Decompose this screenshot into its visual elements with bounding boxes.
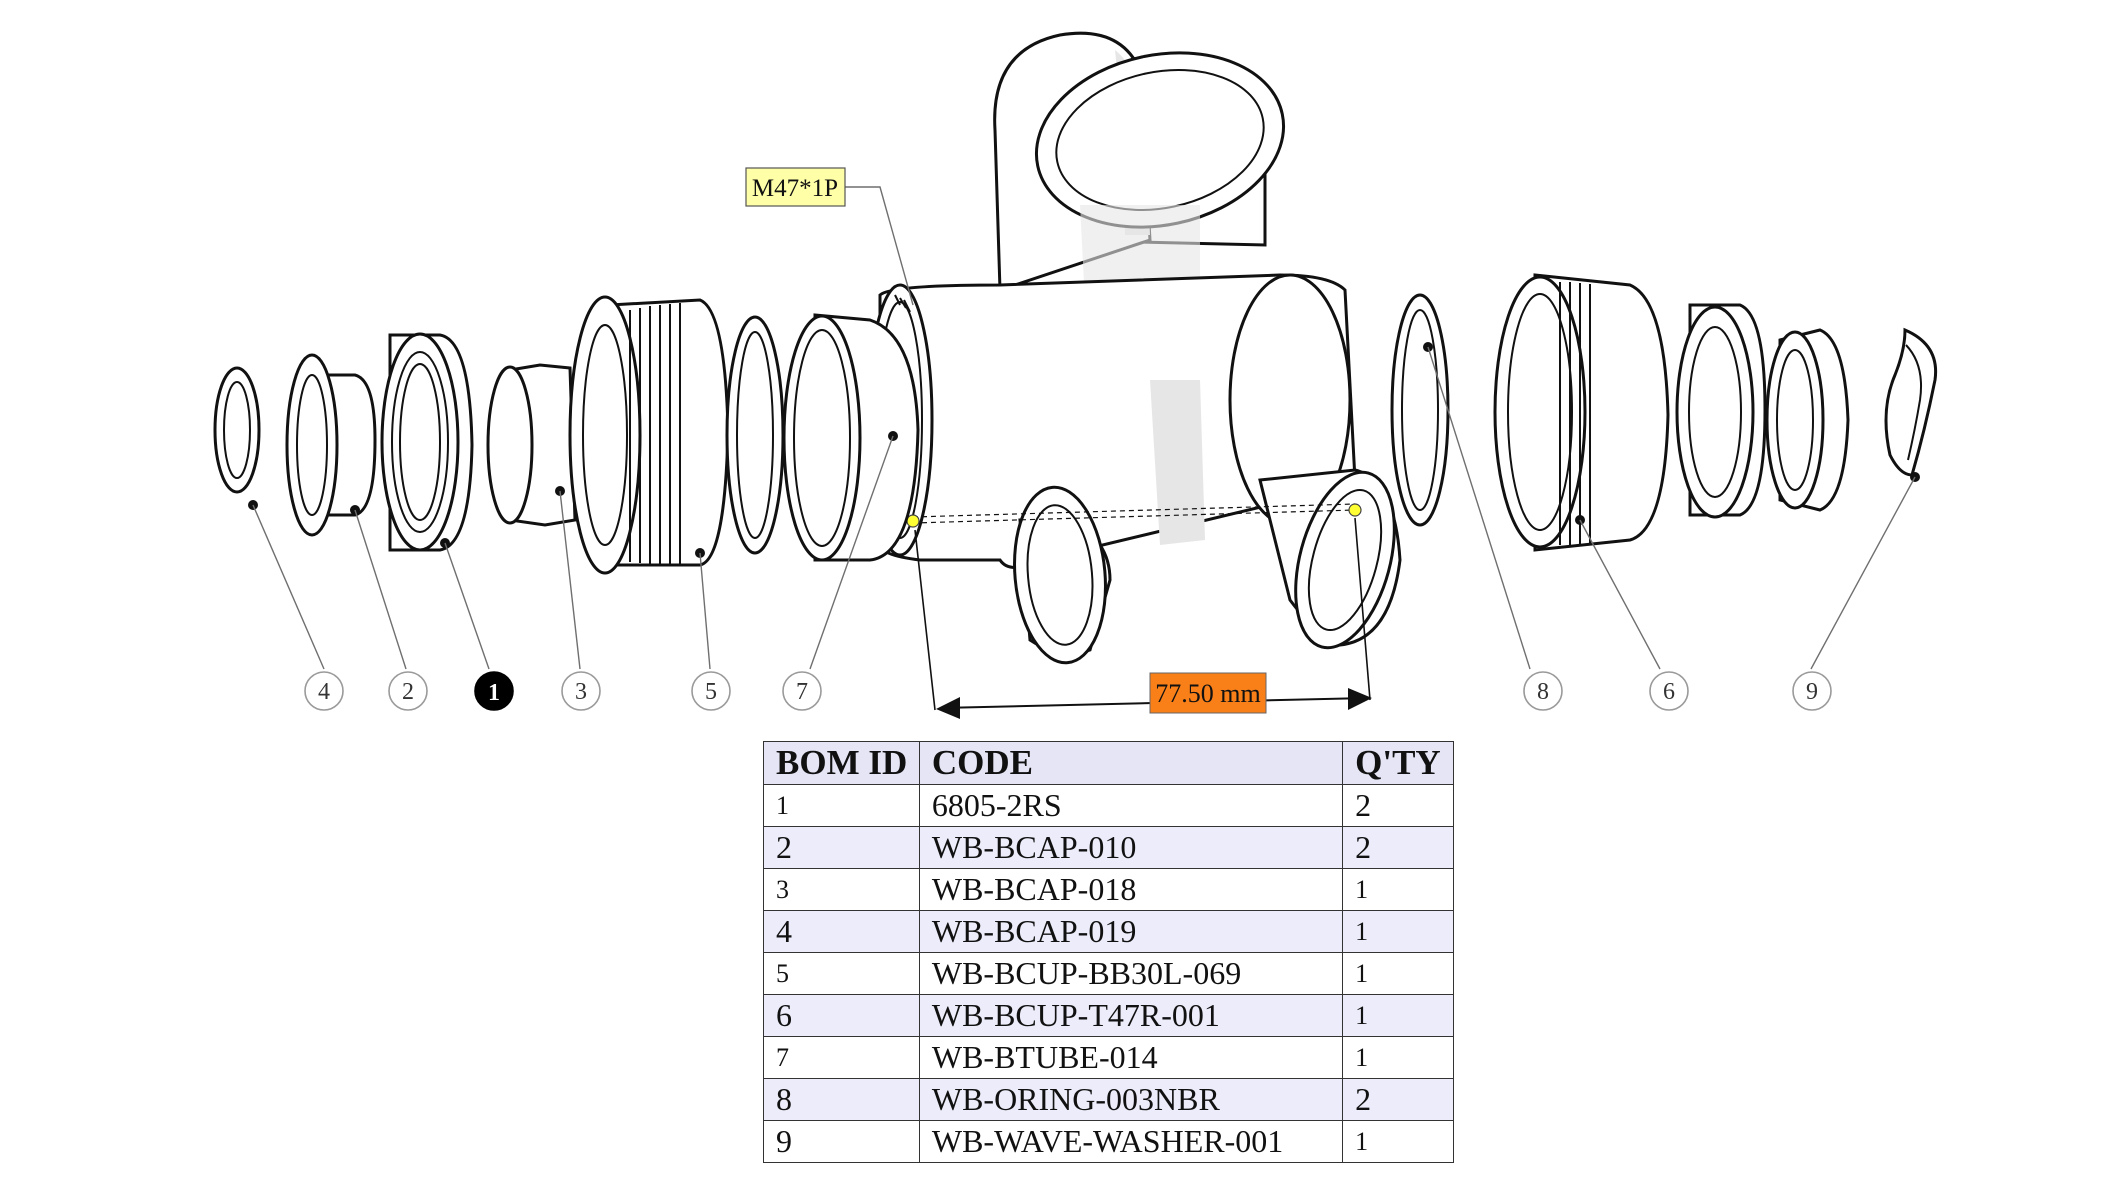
svg-text:5: 5: [705, 679, 717, 705]
svg-text:1: 1: [488, 680, 500, 706]
bom-code-cell: 6805-2RS: [918, 784, 1344, 827]
callout-6[interactable]: 6: [1649, 671, 1689, 711]
bom-id-cell: 6: [763, 994, 920, 1037]
table-row[interactable]: 2 WB-BCAP-010 2: [763, 826, 1454, 869]
bom-qty-cell: 1: [1342, 952, 1454, 995]
part-8-o-ring-right: [1390, 293, 1450, 527]
table-row[interactable]: 1 6805-2RS 2: [763, 784, 1454, 827]
svg-text:2: 2: [402, 679, 414, 705]
svg-text:6: 6: [1663, 679, 1675, 705]
part-8-o-ring-left: [725, 315, 785, 555]
svg-text:7: 7: [796, 679, 808, 705]
bom-qty-cell: 2: [1342, 1078, 1454, 1121]
bom-id-cell: 3: [763, 868, 920, 911]
bom-id-cell: 8: [763, 1078, 920, 1121]
bom-qty-cell: 2: [1342, 826, 1454, 869]
part-3-cap: [486, 363, 577, 527]
table-row[interactable]: 4 WB-BCAP-019 1: [763, 910, 1454, 953]
bom-header-row: BOM ID CODE Q'TY: [763, 741, 1454, 785]
bom-header-id: BOM ID: [763, 741, 920, 785]
callout-1-selected[interactable]: 1: [474, 671, 514, 711]
bom-code-cell: WB-BCUP-BB30L-069: [918, 952, 1344, 995]
part-2-flanged-cap-right: [1765, 328, 1850, 512]
bom-id-cell: 9: [763, 1120, 920, 1163]
dimension-77-50: 77.50 mm: [914, 517, 1372, 719]
bom-code-cell: WB-BCAP-010: [918, 826, 1344, 869]
part-1-bearing: [380, 332, 474, 552]
svg-text:8: 8: [1537, 679, 1549, 705]
part-5-threaded-cup: [568, 295, 730, 575]
bom-code-cell: WB-ORING-003NBR: [918, 1078, 1344, 1121]
callout-9[interactable]: 9: [1792, 671, 1832, 711]
bom-code-cell: WB-BTUBE-014: [918, 1036, 1344, 1079]
thread-spec-tag: M47*1P: [745, 167, 846, 207]
callout-5[interactable]: 5: [691, 671, 731, 711]
callout-7[interactable]: 7: [782, 671, 822, 711]
bom-code-cell: WB-BCUP-T47R-001: [918, 994, 1344, 1037]
part-1-bearing-right: [1675, 303, 1767, 519]
leader-lines: [252, 186, 1916, 670]
part-7-tube: [782, 313, 920, 562]
bottom-bracket-shell: [866, 31, 1402, 665]
part-6-threaded-cup: [1493, 273, 1670, 552]
bom-id-cell: 4: [763, 910, 920, 953]
callout-2[interactable]: 2: [388, 671, 428, 711]
part-2-flanged-cap: [285, 353, 377, 537]
part-9-wave-washer: [1884, 327, 1938, 482]
table-row[interactable]: 5 WB-BCUP-BB30L-069 1: [763, 952, 1454, 995]
bom-id-cell: 1: [763, 784, 920, 827]
svg-text:4: 4: [318, 679, 330, 705]
callout-4[interactable]: 4: [304, 671, 344, 711]
svg-text:9: 9: [1806, 679, 1818, 705]
table-row[interactable]: 6 WB-BCUP-T47R-001 1: [763, 994, 1454, 1037]
table-row[interactable]: 7 WB-BTUBE-014 1: [763, 1036, 1454, 1079]
bom-code-cell: WB-WAVE-WASHER-001: [918, 1120, 1344, 1163]
bom-qty-cell: 1: [1342, 868, 1454, 911]
table-row[interactable]: 8 WB-ORING-003NBR 2: [763, 1078, 1454, 1121]
svg-text:M47*1P: M47*1P: [752, 175, 838, 202]
callout-3[interactable]: 3: [561, 671, 601, 711]
bom-id-cell: 5: [763, 952, 920, 995]
bom-id-cell: 2: [763, 826, 920, 869]
bom-qty-cell: 1: [1342, 994, 1454, 1037]
bom-code-cell: WB-BCAP-018: [918, 868, 1344, 911]
bom-qty-cell: 2: [1342, 784, 1454, 827]
bom-qty-cell: 1: [1342, 1036, 1454, 1079]
callout-8[interactable]: 8: [1523, 671, 1563, 711]
table-row[interactable]: 3 WB-BCAP-018 1: [763, 868, 1454, 911]
svg-text:3: 3: [575, 679, 587, 705]
bom-qty-cell: 1: [1342, 910, 1454, 953]
table-row[interactable]: 9 WB-WAVE-WASHER-001 1: [763, 1120, 1454, 1163]
bom-qty-cell: 1: [1342, 1120, 1454, 1163]
bom-header-qty: Q'TY: [1342, 741, 1454, 785]
part-4-c-ring: [213, 366, 261, 510]
bom-header-code: CODE: [918, 741, 1344, 785]
svg-text:77.50 mm: 77.50 mm: [1155, 679, 1260, 708]
bom-id-cell: 7: [763, 1036, 920, 1079]
bom-code-cell: WB-BCAP-019: [918, 910, 1344, 953]
bom-table: BOM ID CODE Q'TY 1 6805-2RS 2 2 WB-BCAP-…: [763, 741, 1454, 1163]
